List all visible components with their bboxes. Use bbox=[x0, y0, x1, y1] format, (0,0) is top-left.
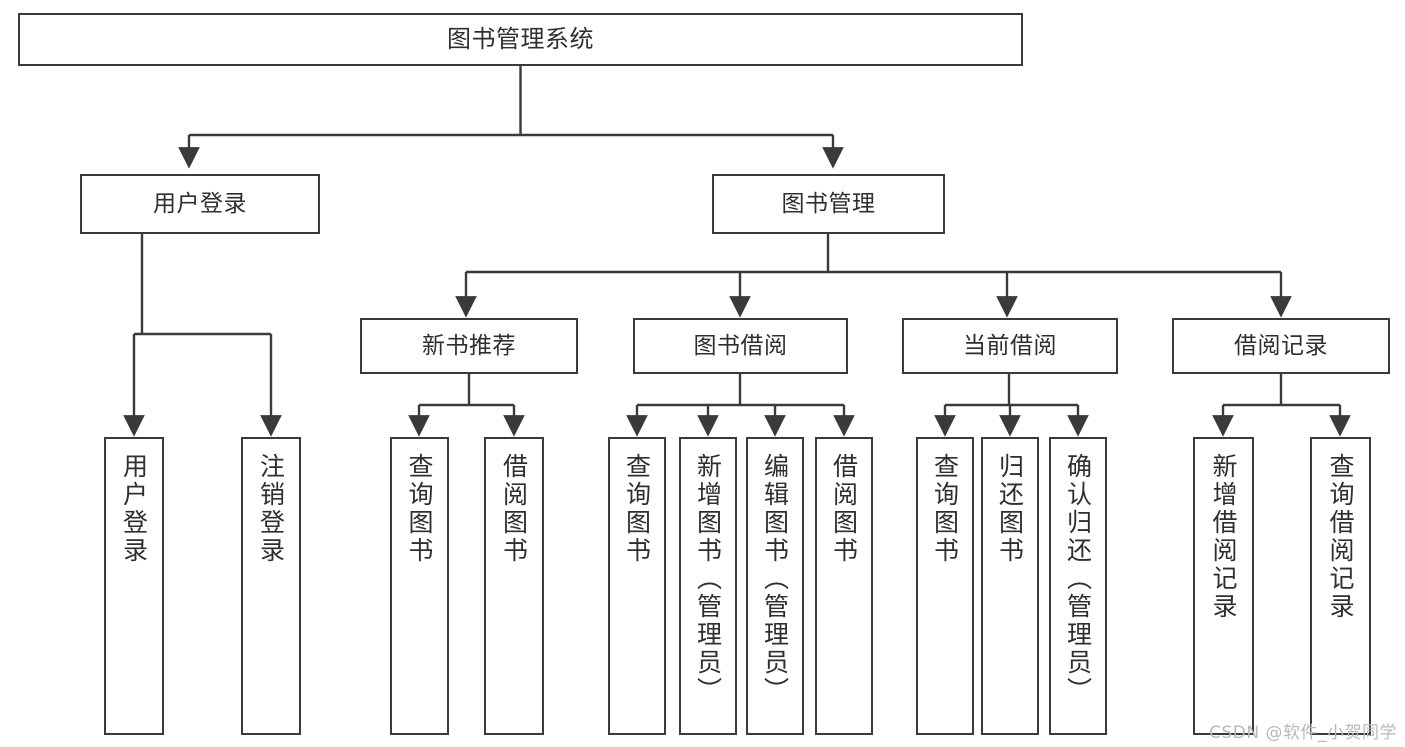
leaf-borrow-record-0-label: 新增借阅记录 bbox=[1209, 453, 1238, 621]
node-user-login-label: 用户登录 bbox=[153, 190, 247, 217]
leaf-book-borrow-1-label: 新增图书（管理员） bbox=[693, 453, 723, 705]
node-root-label: 图书管理系统 bbox=[447, 24, 594, 53]
leaf-book-borrow-2[interactable]: 编辑图书（管理员） bbox=[746, 437, 804, 735]
leaf-new-book-rec-1-label: 借阅图书 bbox=[499, 453, 529, 565]
node-borrow-record-label: 借阅记录 bbox=[1234, 332, 1328, 359]
leaf-user-login-0[interactable]: 用户登录 bbox=[104, 437, 164, 735]
leaf-user-login-0-label: 用户登录 bbox=[119, 453, 149, 565]
node-book-borrow[interactable]: 图书借阅 bbox=[633, 318, 848, 374]
leaf-book-borrow-0[interactable]: 查询图书 bbox=[608, 437, 666, 735]
csdn-watermark: CSDN @软件_小贺同学 bbox=[1209, 723, 1397, 743]
node-root[interactable]: 图书管理系统 bbox=[18, 13, 1023, 66]
node-new-book-rec[interactable]: 新书推荐 bbox=[360, 318, 578, 374]
leaf-current-borrow-2-label: 确认归还（管理员） bbox=[1063, 453, 1093, 705]
leaf-borrow-record-1-label: 查询借阅记录 bbox=[1326, 453, 1355, 621]
node-current-borrow-label: 当前借阅 bbox=[963, 332, 1057, 359]
leaf-book-borrow-3-label: 借阅图书 bbox=[829, 453, 859, 565]
leaf-book-borrow-0-label: 查询图书 bbox=[622, 453, 652, 565]
leaf-current-borrow-1-label: 归还图书 bbox=[995, 453, 1025, 565]
node-user-login[interactable]: 用户登录 bbox=[80, 174, 320, 234]
node-borrow-record[interactable]: 借阅记录 bbox=[1172, 318, 1390, 374]
leaf-current-borrow-0[interactable]: 查询图书 bbox=[916, 437, 974, 735]
leaf-current-borrow-1[interactable]: 归还图书 bbox=[981, 437, 1039, 735]
node-current-borrow[interactable]: 当前借阅 bbox=[902, 318, 1118, 374]
leaf-new-book-rec-0[interactable]: 查询图书 bbox=[390, 437, 449, 735]
leaf-current-borrow-2[interactable]: 确认归还（管理员） bbox=[1049, 437, 1107, 735]
node-book-borrow-label: 图书借阅 bbox=[693, 332, 788, 359]
leaf-book-borrow-1[interactable]: 新增图书（管理员） bbox=[679, 437, 737, 735]
leaf-book-borrow-3[interactable]: 借阅图书 bbox=[815, 437, 873, 735]
node-new-book-rec-label: 新书推荐 bbox=[422, 332, 516, 359]
leaf-user-login-1-label: 注销登录 bbox=[256, 453, 286, 565]
node-book-manage-label: 图书管理 bbox=[781, 190, 876, 217]
leaf-borrow-record-1[interactable]: 查询借阅记录 bbox=[1310, 437, 1371, 735]
leaf-borrow-record-0[interactable]: 新增借阅记录 bbox=[1193, 437, 1254, 735]
leaf-new-book-rec-1[interactable]: 借阅图书 bbox=[484, 437, 544, 735]
leaf-current-borrow-0-label: 查询图书 bbox=[930, 453, 960, 565]
leaf-new-book-rec-0-label: 查询图书 bbox=[405, 453, 434, 565]
leaf-user-login-1[interactable]: 注销登录 bbox=[241, 437, 301, 735]
node-book-manage[interactable]: 图书管理 bbox=[712, 174, 945, 234]
leaf-book-borrow-2-label: 编辑图书（管理员） bbox=[760, 453, 790, 705]
